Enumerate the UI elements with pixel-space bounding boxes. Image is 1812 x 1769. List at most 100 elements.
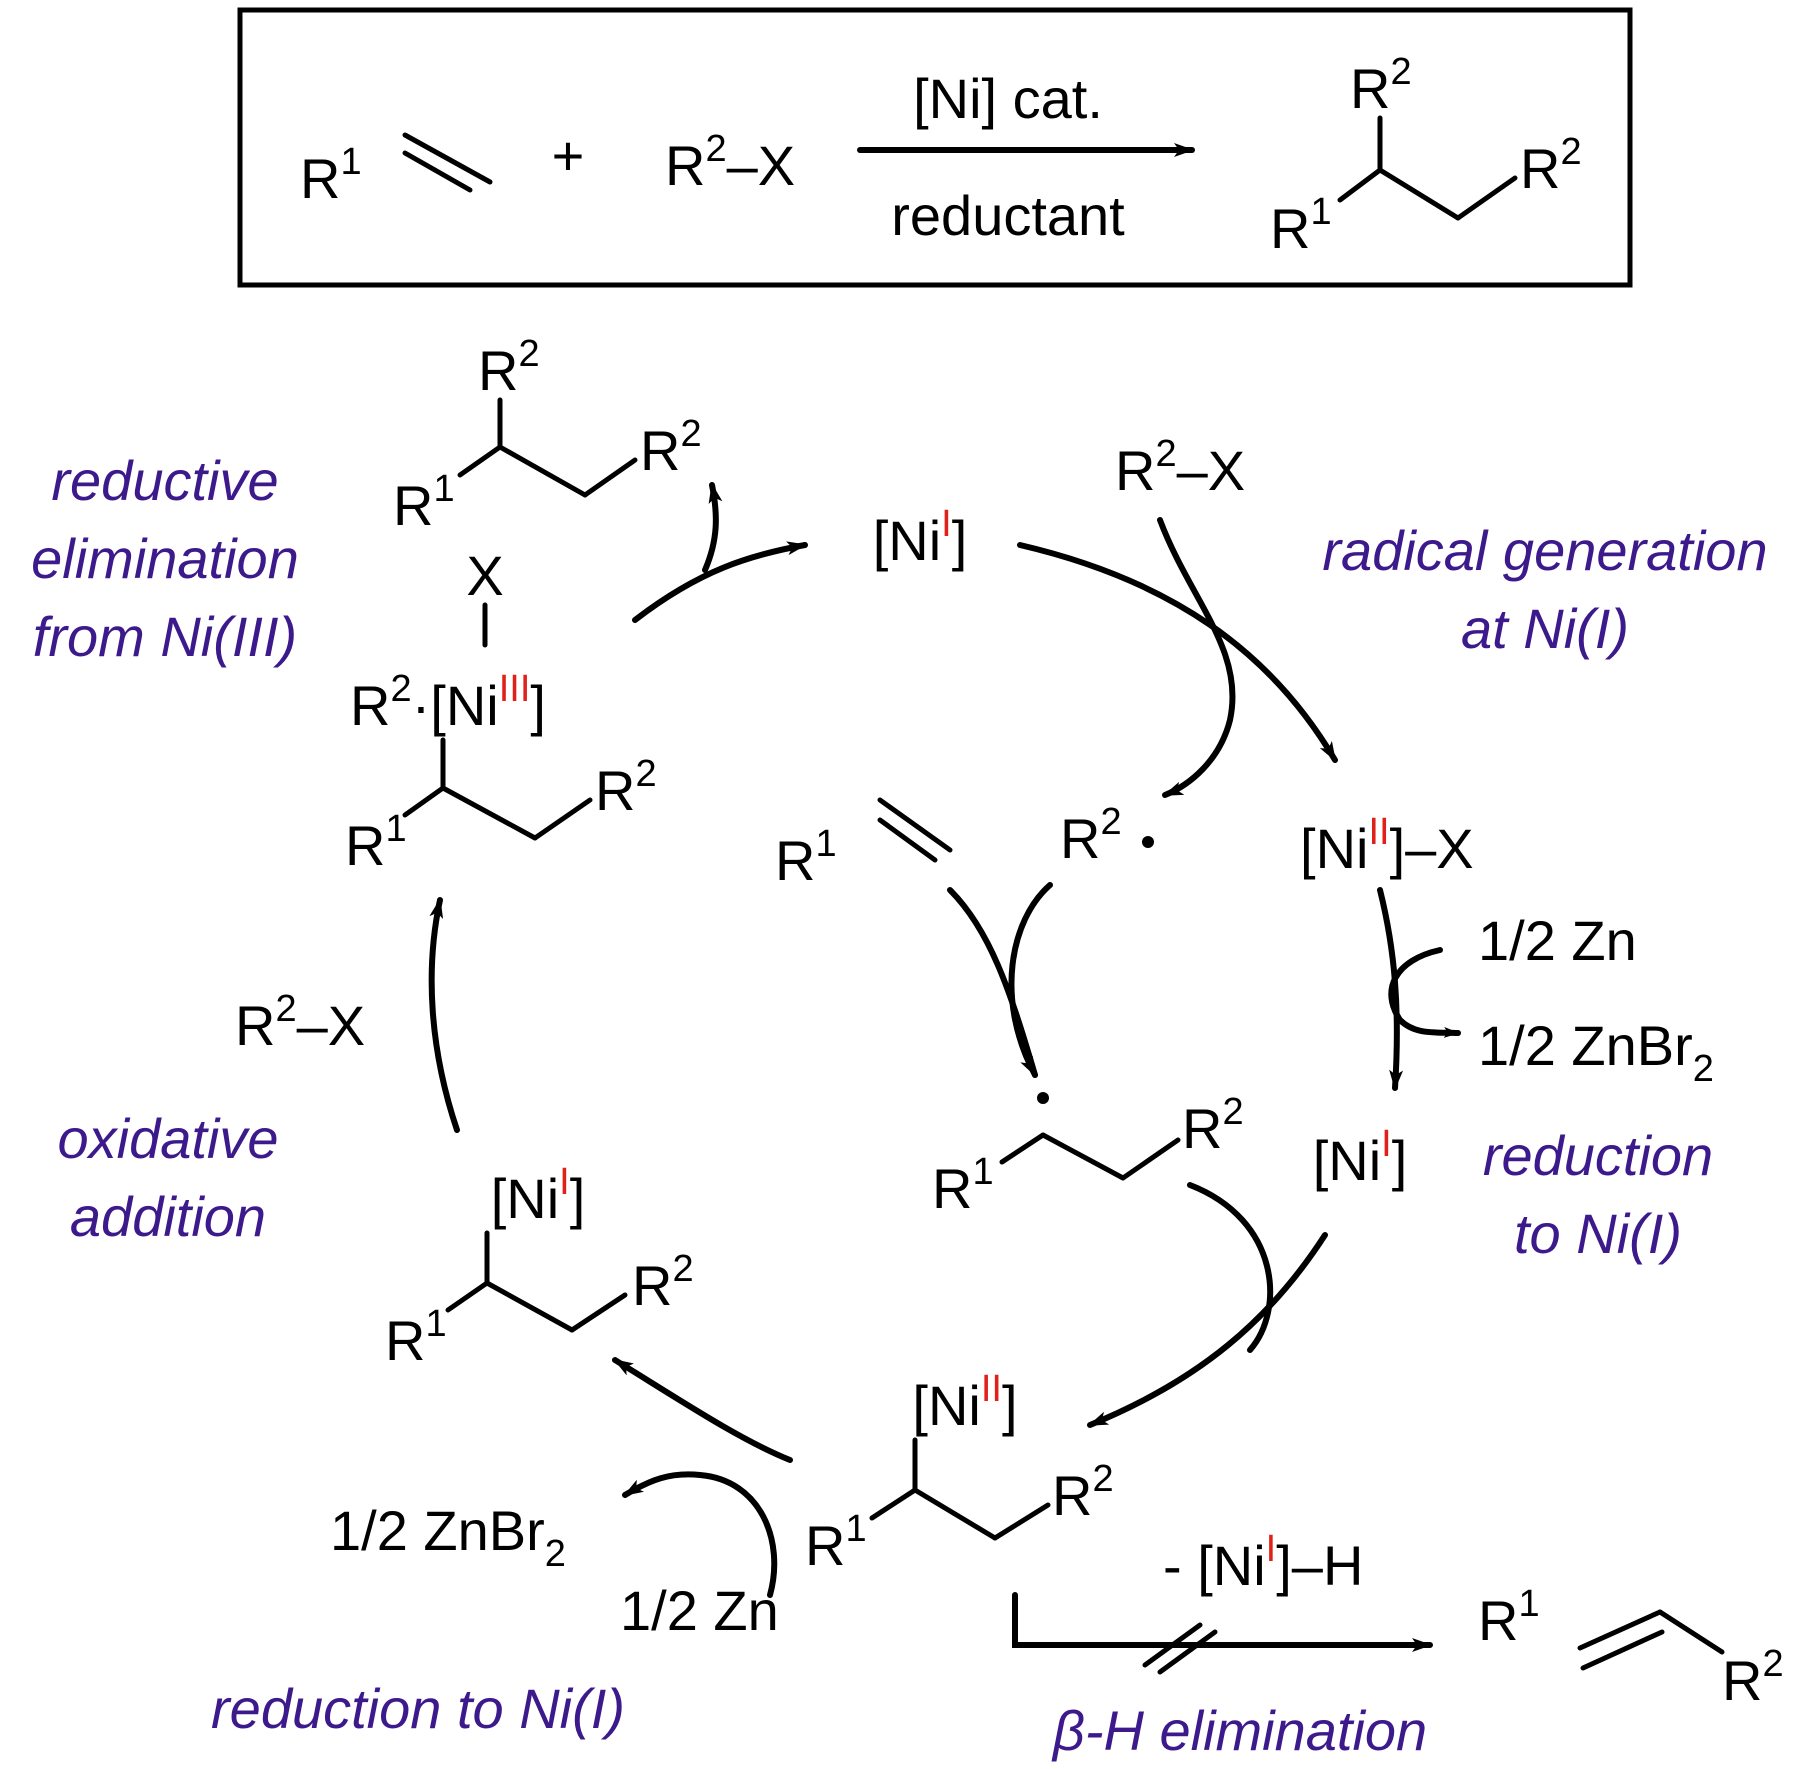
- secondary-alkyl-radical: R1 R2: [932, 1091, 1244, 1220]
- ni1-alkyl-left-r2: R2: [632, 1248, 694, 1317]
- reductant-label: reductant: [891, 184, 1125, 247]
- arrow-reductive-elimination: [632, 541, 808, 623]
- ni3-complex: R2·[NiIII]: [350, 668, 546, 737]
- label-oxidative-addition-2: addition: [70, 1185, 266, 1248]
- ni1-alkyl-left-r1: R1: [385, 1303, 447, 1372]
- radical-r1: R1: [932, 1151, 994, 1220]
- bond: [869, 1487, 918, 1521]
- bond: [1120, 1137, 1181, 1181]
- nickel-iii-intermediate: X R2·[NiIII] R1 R2: [345, 544, 657, 877]
- reaction-frame: [237, 7, 1633, 288]
- product-r2-right: R2: [1520, 131, 1582, 200]
- bond: [999, 1132, 1046, 1165]
- alkene-middle-r1: R1: [775, 823, 837, 892]
- arrow-crossout: [1142, 1622, 1203, 1668]
- bond: [402, 785, 446, 818]
- label-reductive-elimination-3: from Ni(III): [33, 605, 297, 668]
- label-reduction-right-1: reduction: [1483, 1124, 1713, 1187]
- arrow-reduction-bottom: [612, 1357, 793, 1463]
- beta-h-reagent: - [NiI]–H: [1163, 1528, 1363, 1597]
- arrow-crossout-2: [1157, 1629, 1218, 1675]
- arrow-radical-release: [1157, 517, 1236, 798]
- bond: [457, 444, 503, 478]
- alkene-double-bond: [402, 132, 493, 185]
- released-product-r1: R1: [393, 468, 455, 537]
- arrow-oxidative-addition: [428, 897, 460, 1133]
- zn-reductant-right: 1/2 Zn: [1478, 909, 1637, 972]
- product-r1: R1: [1270, 191, 1332, 260]
- ni3-r2: R2: [595, 753, 657, 822]
- released-product-r2-top: R2: [478, 333, 540, 402]
- arrow-zn-right: [1388, 947, 1461, 1038]
- product-r2-top: R2: [1350, 51, 1412, 120]
- alkyl-halide-top: R2–X: [1115, 433, 1245, 502]
- product-bond: [1455, 175, 1518, 221]
- ni2-alkyl-r1: R1: [805, 1508, 867, 1577]
- radical-dot: [1142, 836, 1154, 848]
- arrow-beta-h-elimination: [1012, 1592, 1433, 1652]
- cycle-arrows: [428, 482, 1461, 1675]
- alkyl-halide-reactant: R2–X: [665, 128, 795, 197]
- bond: [1040, 1132, 1126, 1181]
- product-structure: R2 R1 R2: [1270, 51, 1582, 260]
- label-reduction-right-2: to Ni(I): [1514, 1202, 1682, 1265]
- bond: [497, 444, 588, 498]
- arrow-radical-in: [1187, 1182, 1274, 1353]
- alkene-r1: R1: [300, 141, 362, 210]
- bond: [992, 1502, 1051, 1541]
- alkene-double-bond-2: [1580, 1629, 1665, 1671]
- arrow-radical-addition: [1008, 882, 1053, 1078]
- label-radical-generation-1: radical generation: [1322, 519, 1767, 582]
- ni3-r1: R1: [345, 808, 407, 877]
- ni2-alkyl-bottom: [NiII] R1 R2: [805, 1368, 1114, 1577]
- alkene-double-bond-2: [877, 817, 938, 863]
- released-product: R2 R1 R2: [393, 333, 702, 537]
- ni1-regenerated-right: [NiI]: [1313, 1123, 1408, 1192]
- label-radical-generation-2: at Ni(I): [1461, 597, 1629, 660]
- bond: [912, 1487, 998, 1541]
- arrow-zn-bottom: [622, 1471, 778, 1598]
- ni1-alkyl-left: [NiI] R1 R2: [385, 1161, 694, 1372]
- bond: [532, 797, 593, 841]
- radical-r2: R2: [1182, 1091, 1244, 1160]
- alkene-double-bond: [877, 797, 953, 853]
- overall-reaction-box: R1 + R2–X [Ni] cat. reductant R2 R1 R2: [237, 7, 1633, 288]
- znbr2-byproduct-bottom: 1/2 ZnBr2: [330, 1499, 566, 1575]
- alkyl-radical: R2: [1060, 801, 1122, 870]
- arrow-alkene-in: [947, 887, 1038, 1078]
- bond: [440, 785, 538, 841]
- ni2-alkyl-r2: R2: [1052, 1458, 1114, 1527]
- ni1-alkyl-left-metal: [NiI]: [491, 1161, 586, 1230]
- bond: [484, 1280, 575, 1333]
- arrow-radical-generation: [1017, 542, 1338, 763]
- bond: [582, 457, 638, 498]
- radical-dot: [1037, 1092, 1049, 1104]
- product-bond: [1377, 167, 1461, 221]
- arrow-radical-capture: [1087, 1232, 1328, 1428]
- alkene-double-bond-2: [402, 150, 473, 193]
- ni3-x-ligand: X: [466, 544, 503, 607]
- catalyst-label: [Ni] cat.: [913, 67, 1103, 130]
- ni2-halide: [NiII]–X: [1300, 811, 1474, 880]
- arrow-product-release: [702, 482, 723, 573]
- zn-reductant-bottom: 1/2 Zn: [620, 1579, 779, 1642]
- alkene-side-product: R1 R2: [1478, 1583, 1784, 1712]
- released-product-r2-right: R2: [640, 413, 702, 482]
- step-labels: reductive elimination from Ni(III) radic…: [31, 449, 1767, 1762]
- label-reduction-bottom: reduction to Ni(I): [211, 1677, 625, 1740]
- side-product-r1: R1: [1478, 1583, 1540, 1652]
- ni1-catalyst-top: [NiI]: [873, 503, 968, 572]
- side-product-r2: R2: [1722, 1643, 1784, 1712]
- alkene-middle: R1: [775, 797, 953, 892]
- label-beta-h-elimination: β-H elimination: [1051, 1699, 1427, 1762]
- label-oxidative-addition-1: oxidative: [57, 1107, 278, 1170]
- plus-sign: +: [552, 124, 585, 187]
- bond: [569, 1292, 628, 1333]
- label-reductive-elimination-2: elimination: [31, 527, 299, 590]
- product-bond: [1337, 167, 1383, 203]
- ni2-alkyl-metal: [NiII]: [912, 1368, 1017, 1437]
- bond: [1657, 1609, 1725, 1655]
- label-reductive-elimination-1: reductive: [51, 449, 278, 512]
